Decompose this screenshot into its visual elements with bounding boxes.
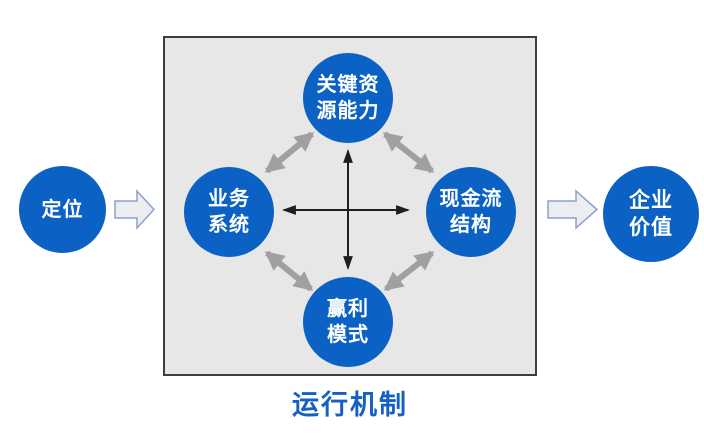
node-enterprise-value-label: 企业 价值 <box>629 188 673 239</box>
node-business-system: 业务 系统 <box>184 167 274 257</box>
diagonal-arrow-topleft-icon <box>264 131 315 174</box>
node-profit-model-label: 赢利 模式 <box>327 298 369 346</box>
node-positioning-label: 定位 <box>41 198 84 221</box>
flow-block-arrow-left-icon <box>114 189 156 230</box>
node-key-resources: 关键资 源能力 <box>303 53 393 143</box>
mechanism-caption: 运行机制 <box>292 390 408 420</box>
flow-block-arrow-right-icon <box>547 189 599 230</box>
node-positioning: 定位 <box>19 166 106 253</box>
node-cash-flow-structure-label: 现金流 结构 <box>439 188 503 236</box>
node-profit-model: 赢利 模式 <box>303 277 393 367</box>
diagonal-arrow-bottomleft-icon <box>264 250 314 292</box>
node-business-system-label: 业务 系统 <box>208 188 250 236</box>
node-enterprise-value: 企业 价值 <box>603 166 699 262</box>
node-key-resources-label: 关键资 源能力 <box>316 74 380 122</box>
diagonal-arrow-bottomright-icon <box>383 250 435 292</box>
node-cash-flow-structure: 现金流 结构 <box>426 167 516 257</box>
diagonal-arrow-topright-icon <box>382 131 435 174</box>
